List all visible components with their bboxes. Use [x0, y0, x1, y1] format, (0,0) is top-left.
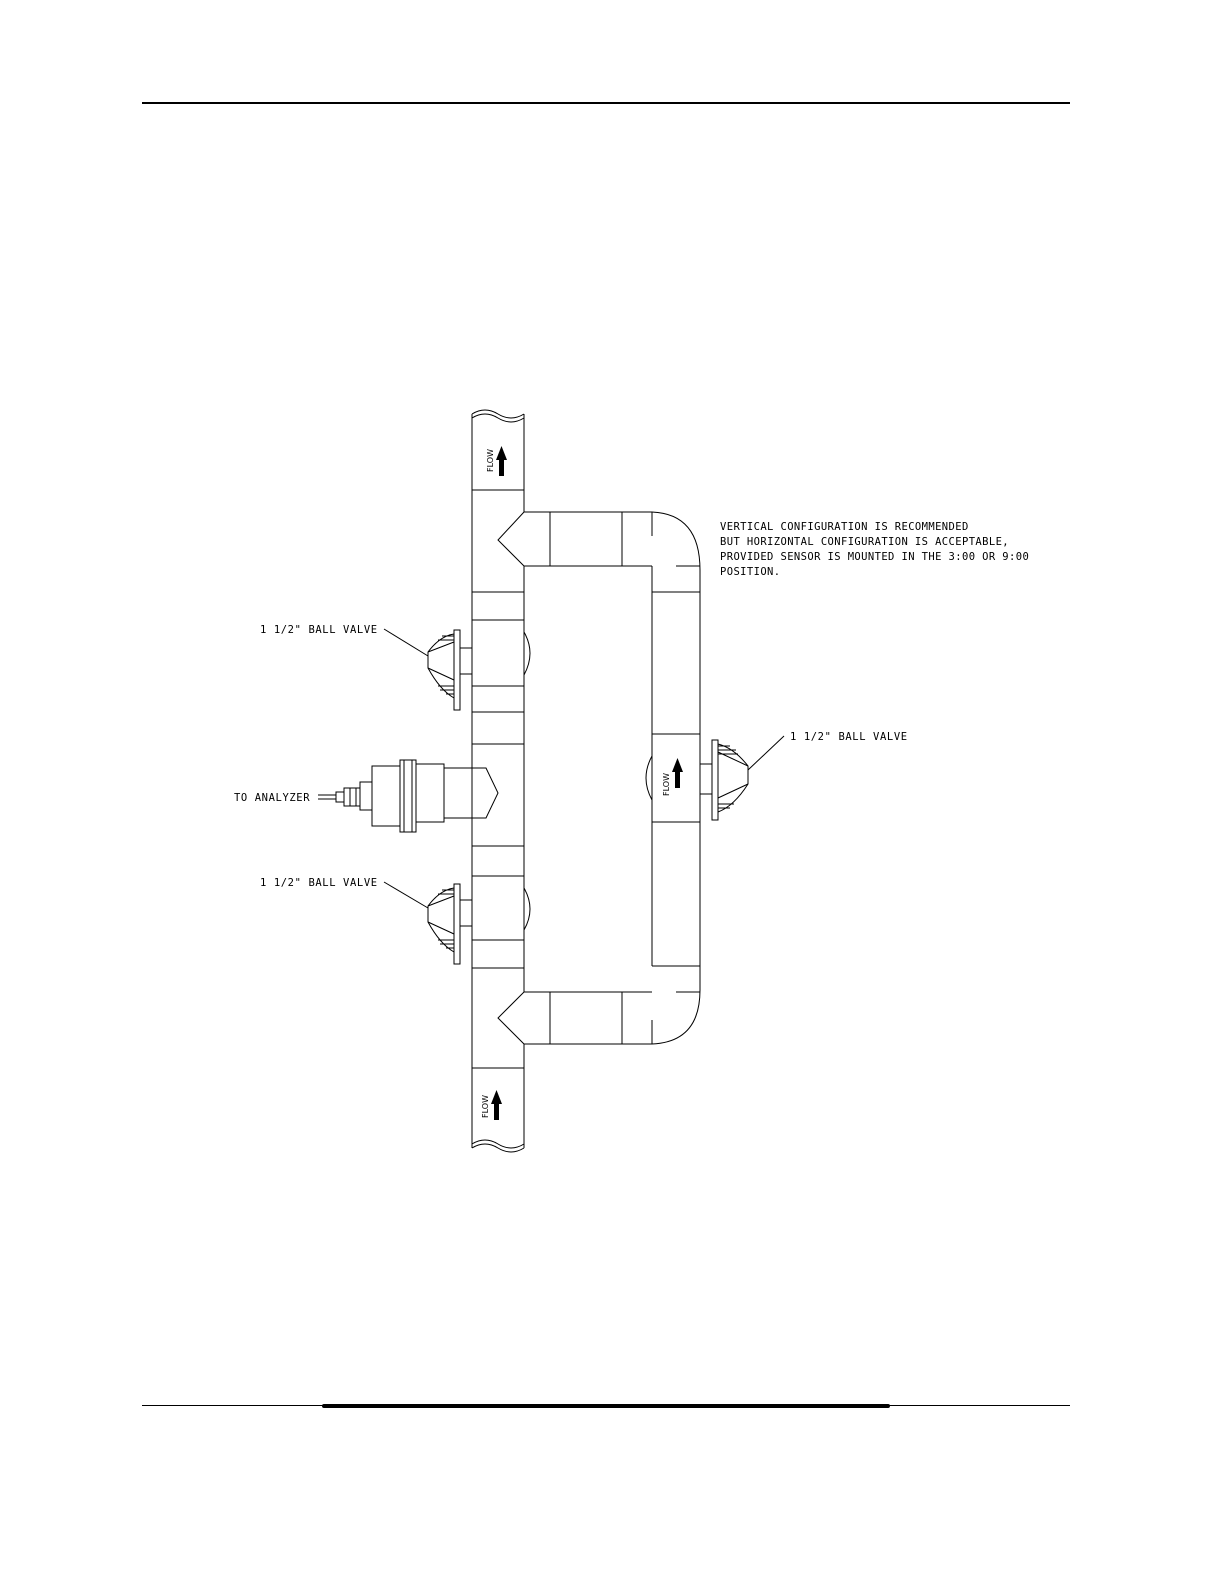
label-ball-valve-upper-left: 1 1/2" BALL VALVE — [260, 624, 378, 636]
label-ball-valve-right: 1 1/2" BALL VALVE — [790, 731, 908, 743]
bottom-tee — [498, 966, 700, 1044]
top-tee — [498, 512, 700, 592]
ball-valve-right — [700, 740, 748, 820]
ball-valve-upper-left — [428, 630, 472, 710]
flow-label-bypass: FLOW — [662, 773, 671, 796]
label-ball-valve-lower-left: 1 1/2" BALL VALVE — [260, 877, 378, 889]
note-line-2: BUT HORIZONTAL CONFIGURATION IS ACCEPTAB… — [720, 536, 1009, 548]
flow-label-bottom: FLOW — [481, 1095, 490, 1118]
flow-arrow-bypass: FLOW — [662, 758, 683, 796]
bypass-pipe — [524, 566, 700, 992]
flow-label-top: FLOW — [486, 449, 495, 472]
configuration-note: VERTICAL CONFIGURATION IS RECOMMENDED BU… — [720, 521, 1029, 578]
note-line-4: POSITION. — [720, 566, 781, 578]
label-to-analyzer: TO ANALYZER — [234, 792, 310, 804]
note-line-1: VERTICAL CONFIGURATION IS RECOMMENDED — [720, 521, 969, 533]
sensor-assembly — [318, 760, 498, 832]
ball-valve-lower-left — [428, 884, 472, 964]
flow-arrow-bottom: FLOW — [481, 1090, 502, 1120]
note-line-3: PROVIDED SENSOR IS MOUNTED IN THE 3:00 O… — [720, 551, 1029, 563]
flow-arrow-top: FLOW — [486, 446, 507, 476]
